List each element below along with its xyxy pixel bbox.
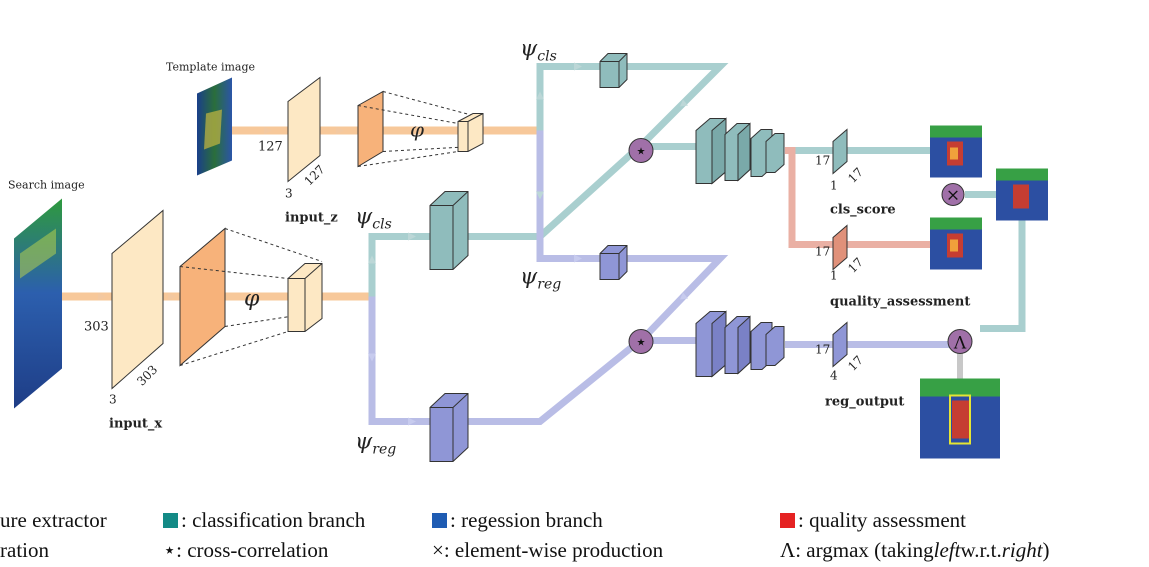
qual-ch-label: 1 [830, 269, 838, 283]
search-feature-extractor [179, 227, 323, 367]
legend-cls-branch: : classification branch [163, 508, 365, 533]
search-image [14, 198, 62, 409]
cls-cross-correlation-op: ⋆ [628, 138, 654, 163]
legend-cross-text: ⋆: cross-correlation [163, 538, 329, 562]
svg-text:⋆: ⋆ [635, 330, 648, 354]
template-image [197, 77, 232, 176]
legend-argmax-post: ) [1042, 538, 1050, 562]
legend-ration: ration [0, 538, 49, 563]
feature-arrowheads [98, 126, 344, 301]
cls-dim-b: 17 [845, 165, 866, 186]
argmax-op: Λ [947, 329, 973, 354]
psi-reg-template-block [599, 245, 628, 280]
legend-argmax-mid: w.r.t. [960, 538, 1002, 562]
quality-label: quality_assessment [830, 295, 970, 310]
input-z-panel [287, 76, 321, 183]
psi-cls-search-block [429, 191, 469, 270]
svg-text:⋆: ⋆ [635, 139, 648, 163]
legend-feature-extractor-text: ure extractor [0, 508, 107, 532]
cls-score-map [832, 128, 848, 175]
psi-cls-top-label: ψcls [520, 37, 557, 65]
cls-swatch [163, 513, 178, 528]
input-x-label: input_x [109, 417, 162, 432]
z-side-label: 127 [258, 140, 283, 155]
z-ch-label: 3 [285, 187, 293, 201]
cls-arrowheads [368, 62, 688, 264]
x-ch-label: 3 [109, 393, 117, 407]
input-x-panel [111, 209, 164, 390]
legend-argmax-left: left [933, 538, 961, 562]
legend-elementwise: ×: element-wise production [432, 538, 663, 563]
quality-pipe [785, 147, 930, 248]
quality-heatmap-thumb [930, 217, 982, 270]
reg-dim-b: 17 [845, 353, 866, 374]
legend-argmax: Λ: argmax (taking left w.r.t. right) [780, 538, 1050, 563]
product-heatmap-thumb [996, 168, 1048, 221]
legend-elementwise-text: ×: element-wise production [432, 538, 664, 562]
legend-feature-extractor: ure extractor [0, 508, 107, 533]
input-z-label: input_z [285, 211, 338, 226]
qual-dim-b: 17 [845, 255, 866, 276]
z-phi-label: φ [410, 118, 424, 142]
svg-text:×: × [946, 186, 960, 206]
quality-map [832, 224, 848, 271]
cls-score-label: cls_score [830, 203, 896, 218]
cls-pipes [368, 63, 1026, 332]
psi-cls-template-block [599, 53, 628, 88]
reg-head-stack [695, 310, 785, 378]
legend-cls-text: : classification branch [181, 508, 366, 532]
reg-swatch [432, 513, 447, 528]
cls-ch-label: 1 [830, 179, 838, 193]
template-image-label: Template image [166, 61, 255, 74]
legend-cross-correlation: ⋆: cross-correlation [163, 538, 328, 563]
legend-ration-text: ration [0, 538, 49, 562]
psi-cls-mid-label: ψcls [355, 205, 392, 233]
x-side-label: 303 [84, 320, 109, 335]
x-phi-label: φ [244, 287, 260, 312]
search-image-label: Search image [8, 179, 85, 192]
reg-output-label: reg_output [825, 395, 904, 410]
cls-head-stack [695, 117, 785, 185]
x-side2-label: 303 [134, 362, 160, 388]
reg-arrowheads [368, 254, 688, 426]
svg-text:Λ: Λ [953, 334, 967, 354]
legend-argmax-right: right [1001, 538, 1043, 562]
template-feature-extractor [357, 90, 484, 168]
psi-reg-mid-label: ψreg [520, 265, 561, 293]
result-thumb [920, 378, 1000, 459]
reg-output-map [832, 321, 848, 368]
legend-quality-text: : quality assessment [798, 508, 966, 532]
quality-swatch [780, 513, 795, 528]
psi-reg-search-block [429, 393, 469, 462]
legend-reg-branch: : regession branch [432, 508, 603, 533]
elementwise-product-op: × [941, 183, 965, 206]
cls-dim-a: 17 [815, 154, 830, 168]
cls-heatmap-thumb [930, 125, 982, 178]
reg-ch-label: 4 [830, 369, 838, 383]
reg-cross-correlation-op: ⋆ [628, 329, 654, 354]
psi-reg-bot-label: ψreg [355, 430, 396, 458]
legend-argmax-pre: Λ: argmax (taking [780, 538, 934, 562]
legend: ure extractor ration : classification br… [0, 504, 1149, 567]
reg-dim-a: 17 [815, 343, 830, 357]
legend-quality: : quality assessment [780, 508, 966, 533]
legend-reg-text: : regession branch [450, 508, 603, 532]
qual-dim-a: 17 [815, 245, 830, 259]
